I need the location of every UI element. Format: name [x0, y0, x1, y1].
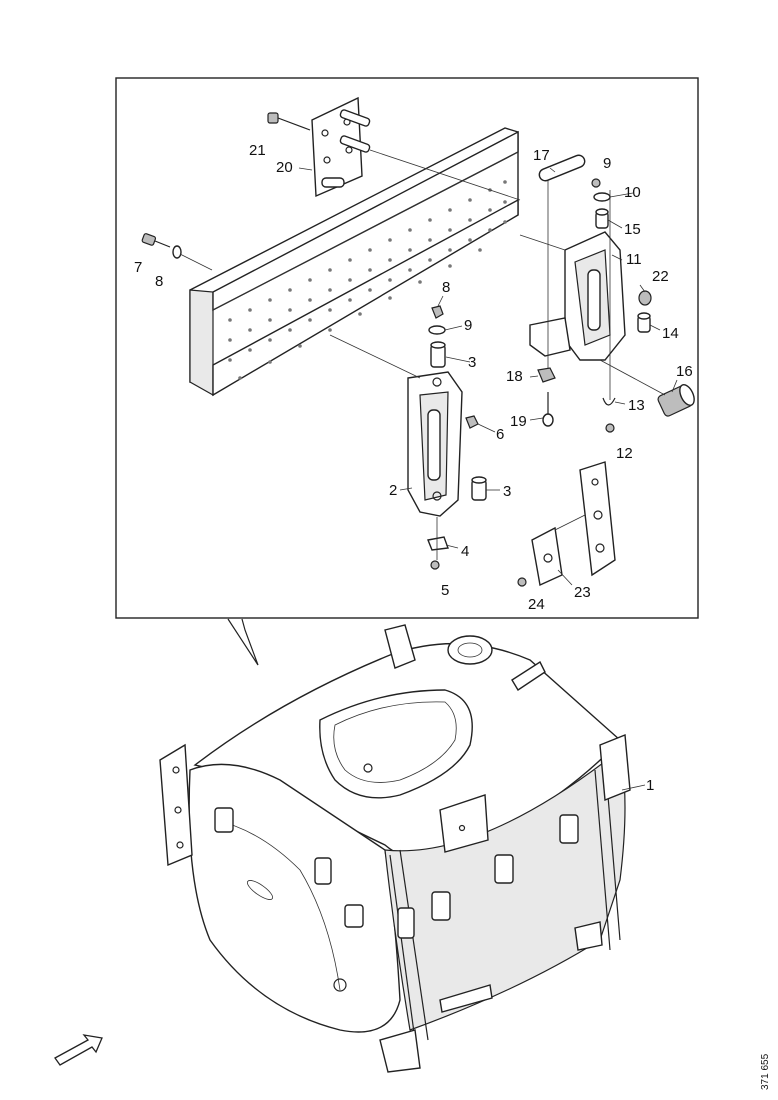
detail-view-frame — [115, 77, 699, 619]
callout-21: 21 — [249, 142, 266, 159]
rubber-mount-16 — [657, 384, 695, 417]
mount-bracket-11 — [529, 231, 626, 361]
callout-12: 12 — [616, 445, 633, 462]
leader-lines — [298, 167, 678, 791]
callout-11: 11 — [626, 251, 642, 268]
callout-15: 15 — [624, 221, 641, 238]
callout-9-right: 9 — [603, 155, 611, 172]
nut-5 — [430, 560, 440, 570]
bolt-19 — [542, 392, 554, 427]
callout-20: 20 — [276, 159, 293, 176]
callout-8-mid: 8 — [442, 279, 450, 296]
muffler-assembly — [159, 624, 631, 1073]
callout-16: 16 — [676, 363, 693, 380]
callout-6: 6 — [496, 426, 504, 443]
mount-bracket-2 — [407, 371, 463, 517]
nut-6 — [465, 415, 479, 429]
callout-19: 19 — [510, 413, 527, 430]
callout-24: 24 — [528, 596, 545, 613]
callout-2: 2 — [389, 482, 397, 499]
bolt-7 — [141, 233, 171, 248]
direction-arrow — [54, 1034, 103, 1066]
u-bolt-13 — [602, 397, 616, 406]
bushing-15 — [595, 208, 609, 229]
bolt-21 — [267, 112, 311, 131]
bushing-14 — [637, 312, 651, 333]
callout-8-left: 8 — [155, 273, 163, 290]
bracket-plate-20 — [311, 96, 371, 198]
frame-rail — [189, 127, 519, 397]
callout-22: 22 — [652, 268, 669, 285]
bushing-3-lower — [471, 476, 487, 501]
reference-code: 371 655 — [760, 1053, 771, 1090]
callout-13: 13 — [628, 397, 645, 414]
callout-23: 23 — [574, 584, 591, 601]
washer-8 — [172, 245, 182, 259]
callout-17: 17 — [533, 147, 550, 164]
callout-7: 7 — [134, 259, 142, 276]
callout-4: 4 — [461, 543, 469, 560]
callout-18: 18 — [506, 368, 523, 385]
nut-18 — [537, 367, 556, 383]
bracket-assembly-23 — [531, 461, 616, 587]
bolt-24 — [517, 577, 527, 587]
frame-rail-holes — [228, 180, 507, 380]
bushing-3-upper — [430, 341, 446, 368]
detail-pointer — [227, 618, 259, 666]
callouts: 1 2 3 3 3 4 5 6 7 8 8 9 9 10 11 12 13 14… — [134, 142, 693, 794]
callout-9-mid: 9 — [464, 317, 472, 334]
nut-8-left — [431, 305, 444, 319]
washer-22 — [638, 290, 652, 306]
callout-3-lower: 3 — [503, 483, 511, 500]
callout-14: 14 — [662, 325, 679, 342]
callout-10: 10 — [624, 184, 641, 201]
strap-17 — [538, 154, 586, 182]
callout-5: 5 — [441, 582, 449, 599]
nut-12 — [605, 423, 615, 433]
callout-3-upper: 3 — [468, 354, 476, 371]
washer-4 — [427, 536, 449, 551]
washer-10 — [593, 192, 611, 202]
washer-9-left — [428, 325, 446, 335]
nut-9-right — [591, 178, 601, 188]
callout-1: 1 — [646, 777, 654, 794]
